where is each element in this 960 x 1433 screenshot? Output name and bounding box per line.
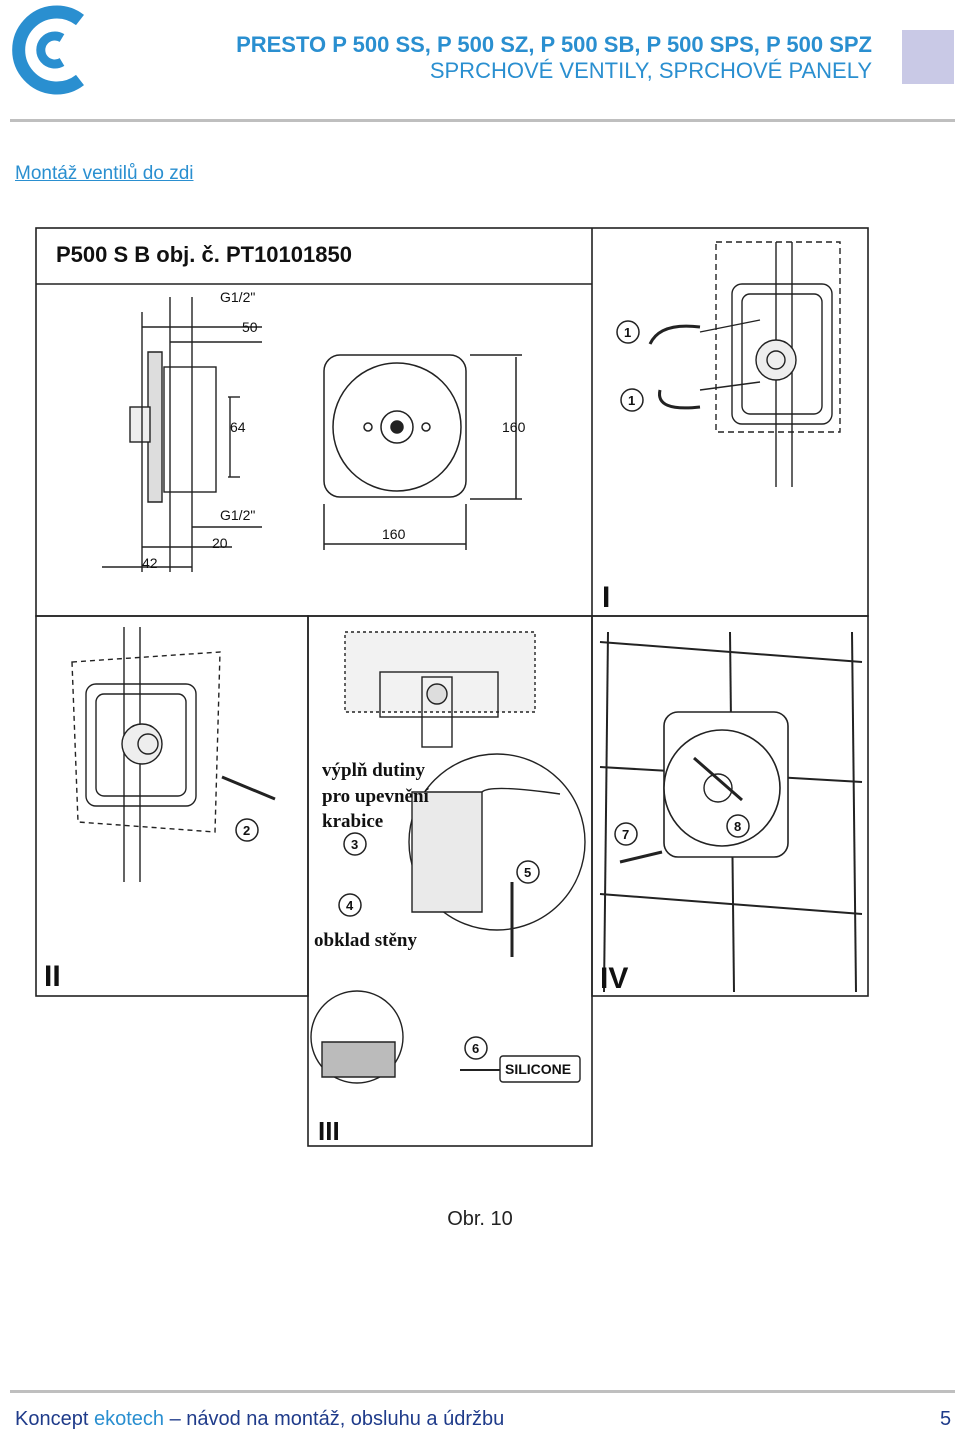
dim-50: 50 <box>242 319 258 335</box>
callout-1a: 1 <box>624 325 631 340</box>
silicone-label: SILICONE <box>505 1061 571 1077</box>
footer-suffix: – návod na montáž, obsluhu a údržbu <box>164 1408 505 1430</box>
dim-42: 42 <box>142 555 158 571</box>
callout-8: 8 <box>734 819 741 834</box>
company-logo <box>12 5 84 95</box>
header-divider <box>10 119 955 122</box>
figure-caption: Obr. 10 <box>447 1208 513 1230</box>
dim-160-vertical: 160 <box>502 419 526 435</box>
dim-160-horizontal: 160 <box>382 526 406 542</box>
panel-iii-drawing <box>310 631 586 1084</box>
dim-64: 64 <box>230 419 246 435</box>
annotation-line-1: výplň dutiny <box>322 760 425 781</box>
callout-5: 5 <box>524 865 531 880</box>
callout-3: 3 <box>351 837 358 852</box>
panel-label-iii: III <box>318 1116 340 1146</box>
callout-4: 4 <box>346 898 354 913</box>
panel-label-iv: IV <box>600 962 628 995</box>
callout-7: 7 <box>622 827 629 842</box>
footer-brand: ekotech <box>93 1408 165 1430</box>
callout-1b: 1 <box>628 393 635 408</box>
product-label: P500 S B obj. č. PT10101850 <box>56 242 352 267</box>
side-view-drawing <box>102 297 262 572</box>
section-heading: Montáž ventilů do zdi <box>15 163 194 184</box>
installation-figure: P500 S B obj. č. PT10101850 G1/2" 50 64 … <box>35 227 869 1147</box>
header-corner-box <box>902 30 954 84</box>
panel-label-i: I <box>602 581 610 614</box>
dim-20: 20 <box>212 535 228 551</box>
dim-g-top: G1/2" <box>220 289 255 305</box>
front-plate-drawing <box>323 354 522 550</box>
document-title: PRESTO P 500 SS, P 500 SZ, P 500 SB, P 5… <box>236 32 872 57</box>
panel-iv-drawing <box>599 631 863 993</box>
footer-text: Koncept ekotech – návod na montáž, obslu… <box>15 1408 504 1431</box>
callout-6: 6 <box>472 1041 479 1056</box>
document-subtitle: SPRCHOVÉ VENTILY, SPRCHOVÉ PANELY <box>429 58 872 83</box>
wall-label: obklad stěny <box>314 930 417 951</box>
panel-ii-drawing <box>71 627 276 882</box>
annotation-line-3: krabice <box>322 811 383 832</box>
footer-prefix: Koncept <box>15 1408 94 1430</box>
annotation-line-2: pro upevnění <box>322 786 430 807</box>
panel-iv-frame <box>591 615 869 997</box>
panel-label-ii: II <box>44 960 61 993</box>
dim-g-bottom: G1/2" <box>220 507 255 523</box>
panel-i-drawing <box>648 241 841 487</box>
page-number: 5 <box>940 1408 952 1430</box>
footer-divider <box>10 1390 955 1393</box>
callout-2: 2 <box>243 823 250 838</box>
